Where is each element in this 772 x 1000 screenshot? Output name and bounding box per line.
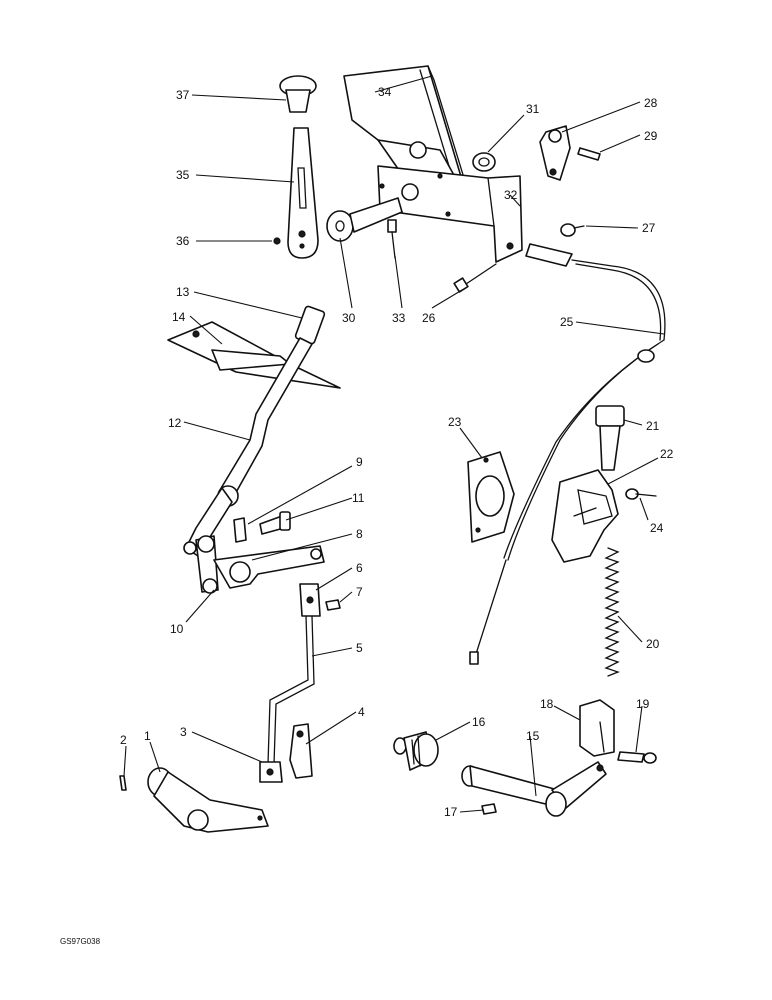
part-27-pin [560,223,585,237]
leader-lines [123,75,665,813]
callout-1: 1 [144,729,151,743]
part-25-control-cable [469,243,666,665]
callout-36: 36 [176,234,190,248]
callout-7: 7 [356,585,363,599]
part-26-bolt [453,263,497,293]
callout-11: 11 [352,491,365,505]
callout-27: 27 [642,221,656,235]
callout-12: 12 [168,416,182,430]
callout-25: 25 [560,315,574,329]
part-10-pivot-lever [195,535,219,594]
part-33-screw [387,219,397,259]
callout-6: 6 [356,561,363,575]
drawing-code: GS97G038 [60,937,101,946]
callout-32: 32 [504,188,518,202]
part-17-pin [481,803,497,815]
part-28-link [539,125,571,181]
callout-31: 31 [526,102,540,116]
part-21-bolt [595,405,625,471]
callout-8: 8 [356,527,363,541]
callout-35: 35 [176,168,190,182]
callout-34: 34 [378,85,392,99]
callout-26: 26 [422,311,436,325]
callout-19: 19 [636,697,650,711]
callout-14: 14 [172,310,186,324]
callout-16: 16 [472,715,486,729]
part-22-housing [551,469,619,563]
part-19-bolt [617,751,657,764]
callout-21: 21 [646,419,660,433]
part-35-hand-lever [287,127,319,259]
part-7-pin [325,599,341,611]
part-29-pin [577,147,601,161]
callout-4: 4 [358,705,365,719]
callout-22: 22 [660,447,674,461]
part-31-nut [472,152,496,172]
callout-33: 33 [392,311,406,325]
callout-20: 20 [646,637,660,651]
callout-9: 9 [356,455,363,469]
callout-23: 23 [448,415,462,429]
part-36-small-screw [273,237,281,245]
callout-29: 29 [644,129,658,143]
callout-30: 30 [342,311,356,325]
callout-13: 13 [176,285,190,299]
callout-labels: 37 35 36 13 14 12 9 11 8 10 6 7 5 4 3 1 … [120,85,674,819]
callout-5: 5 [356,641,363,655]
part-24-screw [625,488,657,500]
callout-18: 18 [540,697,554,711]
callout-15: 15 [526,729,540,743]
callout-3: 3 [180,725,187,739]
part-1-lever [147,767,269,833]
part-37-knob [279,75,317,113]
part-4-fork [289,723,313,779]
part-3-clevis [259,761,283,783]
part-18-block [579,699,615,757]
part-5-rod [267,615,315,765]
part-16-worm-gear [393,731,439,771]
part-15-shaft-lever [461,761,607,817]
part-11-bolt [259,511,291,535]
callout-2: 2 [120,733,127,747]
part-6-clevis [299,583,321,617]
callout-17: 17 [444,805,458,819]
part-23-gasket [467,451,515,543]
part-20-spring [604,547,620,677]
callout-24: 24 [650,521,664,535]
part-32-main-bracket [377,165,523,263]
part-9-key [233,517,247,543]
callout-37: 37 [176,88,190,102]
callout-10: 10 [170,622,184,636]
part-8-cross-lever [213,545,325,589]
callout-28: 28 [644,96,658,110]
part-2-pin [119,775,127,791]
